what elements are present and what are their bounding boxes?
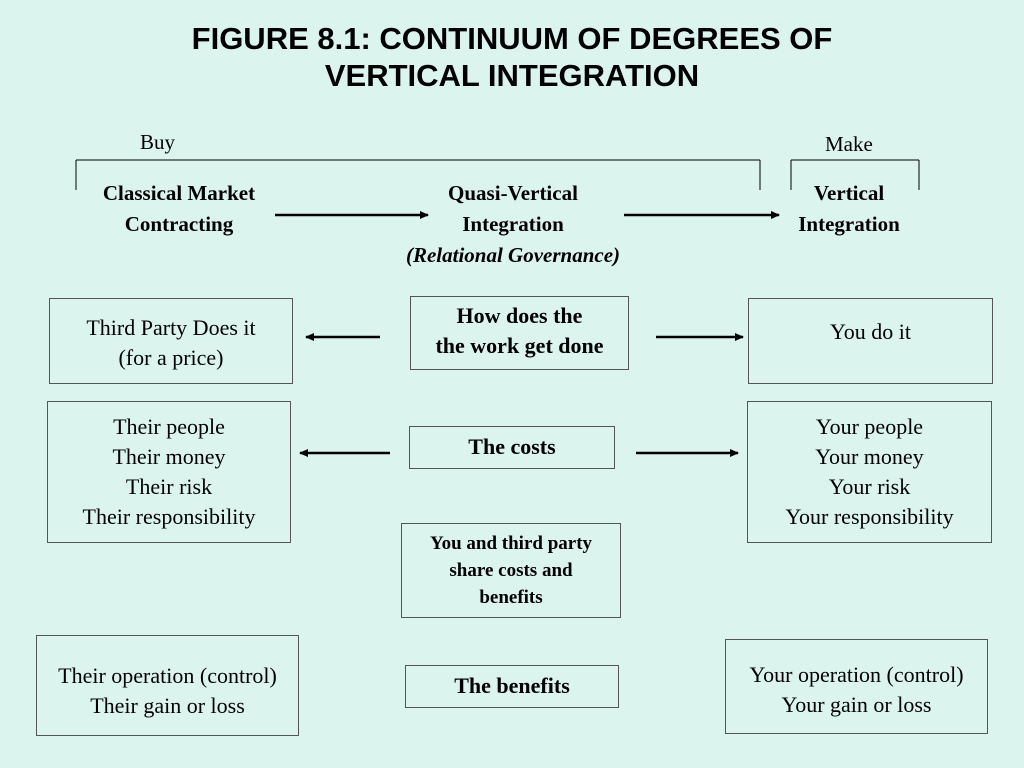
how-work-done-box: How does the the work get done — [410, 296, 629, 370]
make-bracket — [790, 159, 920, 190]
their-people: Their people — [113, 414, 225, 439]
their-gain-or-loss: Their gain or loss — [90, 693, 245, 718]
third-party-work-box: Third Party Does it (for a price) — [49, 298, 293, 384]
quasi-line-2: Integration — [462, 212, 564, 236]
you-do-it-box: You do it — [748, 298, 993, 384]
their-operation: Their operation (control) — [58, 663, 277, 688]
figure-title-line-1: FIGURE 8.1: CONTINUUM OF DEGREES OF — [191, 21, 833, 56]
buy-bracket — [75, 159, 761, 190]
vertical-line-2: Integration — [798, 212, 900, 236]
quasi-line-1: Quasi-Vertical — [448, 181, 578, 205]
your-money: Your money — [815, 444, 924, 469]
quasi-line-3: (Relational Governance) — [405, 243, 621, 267]
third-party-work-line-2: (for a price) — [118, 345, 224, 370]
their-money: Their money — [112, 444, 226, 469]
benefits-box: The benefits — [405, 665, 619, 708]
classical-line-1: Classical Market — [102, 181, 256, 205]
third-party-costs-box: Their people Their money Their risk Thei… — [47, 401, 291, 543]
your-costs-box: Your people Your money Your risk Your re… — [747, 401, 992, 543]
quasi-vertical-integration-label: Quasi-Vertical Integration (Relational G… — [363, 178, 663, 271]
costs-label: The costs — [468, 434, 556, 459]
you-do-it-label: You do it — [830, 319, 911, 344]
vertical-line-1: Vertical — [813, 181, 885, 205]
make-label: Make — [825, 132, 873, 156]
classical-market-contracting-label: Classical Market Contracting — [70, 178, 288, 240]
how-line-1: How does the — [456, 303, 583, 328]
their-risk: Their risk — [125, 474, 213, 499]
third-party-benefits-box: Their operation (control) Their gain or … — [36, 635, 299, 736]
vertical-integration-label: Vertical Integration — [768, 178, 930, 240]
share-line-1: You and third party — [429, 533, 593, 554]
your-responsibility: Your responsibility — [785, 504, 954, 529]
share-line-2: share costs and — [449, 560, 573, 581]
your-benefits-box: Your operation (control) Your gain or lo… — [725, 639, 988, 734]
your-operation: Your operation (control) — [749, 662, 964, 687]
share-line-3: benefits — [479, 587, 543, 608]
your-risk: Your risk — [828, 474, 911, 499]
share-costs-benefits-box: You and third party share costs and bene… — [401, 523, 621, 618]
your-people: Your people — [815, 414, 924, 439]
classical-line-2: Contracting — [124, 212, 234, 236]
figure-title: FIGURE 8.1: CONTINUUM OF DEGREES OF VERT… — [0, 20, 1024, 94]
your-gain-or-loss: Your gain or loss — [781, 692, 932, 717]
benefits-label: The benefits — [454, 673, 570, 698]
costs-box: The costs — [409, 426, 615, 469]
their-responsibility: Their responsibility — [82, 504, 256, 529]
how-line-2: the work get done — [435, 333, 604, 358]
third-party-work-line-1: Third Party Does it — [86, 315, 256, 340]
buy-label: Buy — [140, 130, 176, 154]
figure-title-line-2: VERTICAL INTEGRATION — [324, 58, 700, 93]
